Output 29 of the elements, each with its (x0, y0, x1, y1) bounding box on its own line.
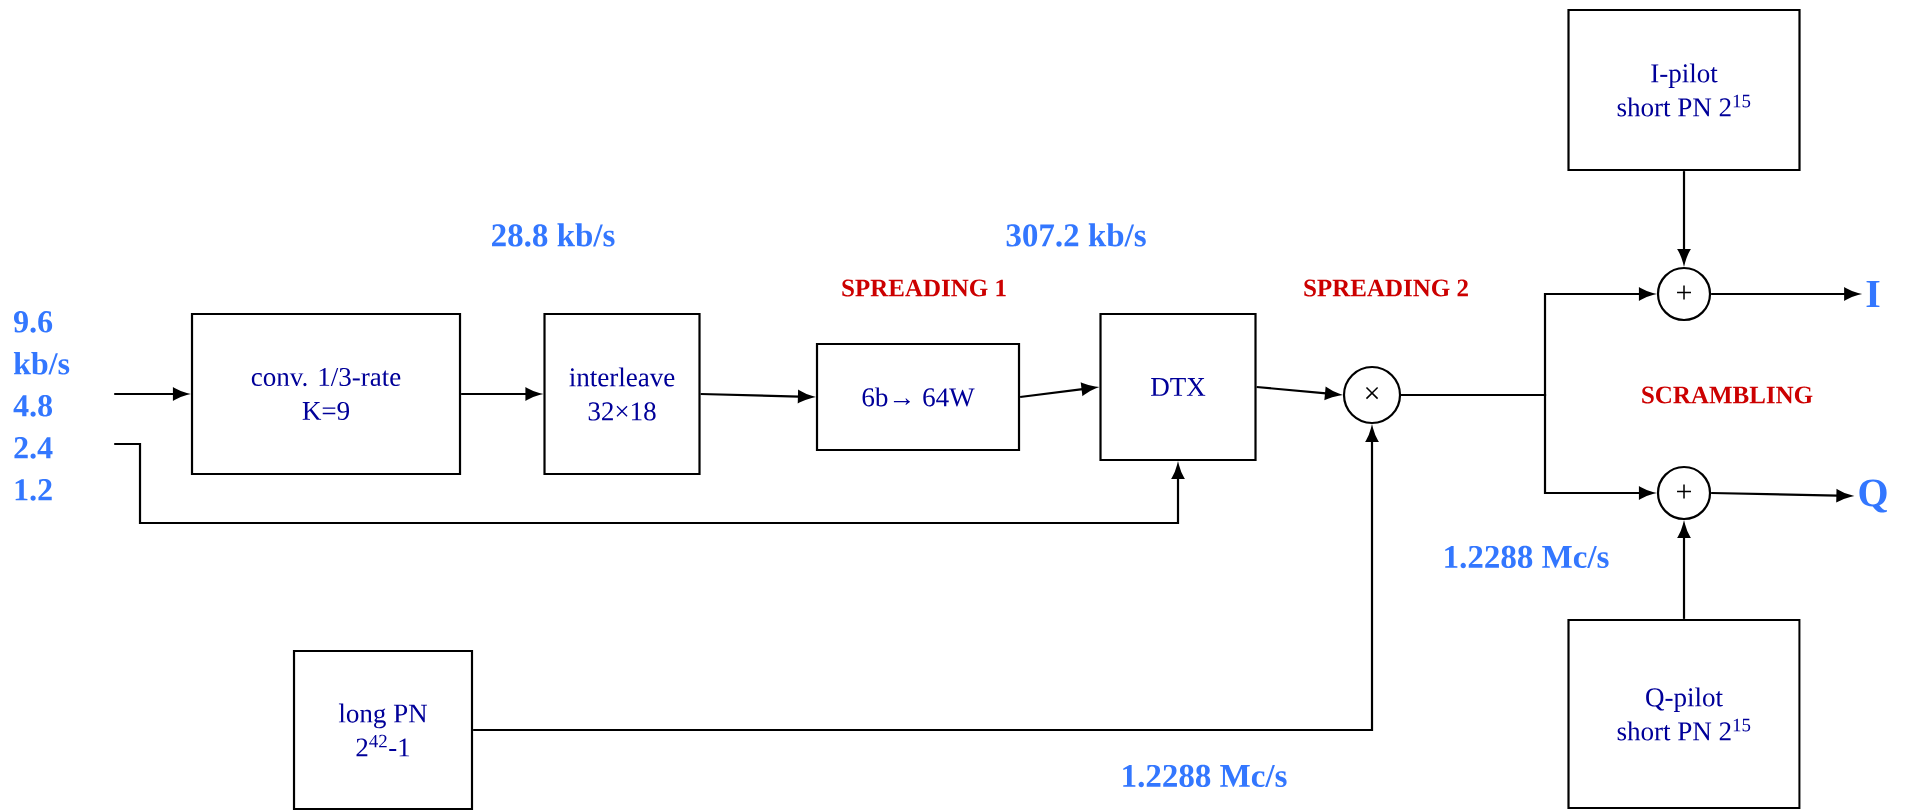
rate-label: 28.8 kb/s (492, 223, 615, 247)
process-box: conv. 1/3-rate K=9 (190, 312, 462, 476)
rate-label: 307.2 kb/s (1006, 223, 1146, 247)
process-box: long PN 2$^{42}$-1 (292, 649, 474, 810)
rate-label: 1.2288 Mc/s (1123, 764, 1287, 788)
arrow (1256, 385, 1340, 400)
arrow (114, 442, 1185, 525)
process-box: 6b→ 64W (815, 342, 1021, 452)
arrow (1401, 393, 1654, 500)
arrow (114, 387, 188, 401)
stage-label: SCRAMBLING (1642, 386, 1813, 404)
arrow (461, 387, 541, 401)
arrow (700, 390, 813, 403)
arrow (1711, 287, 1859, 301)
process-box: interleave 32×18 (543, 312, 701, 476)
output-label: I (1866, 280, 1880, 308)
arrow (1711, 489, 1852, 502)
arrow (473, 427, 1379, 732)
rate-list: 9.6 kb/s 4.8 2.4 1.2 (13, 311, 70, 501)
arrow (1677, 171, 1691, 264)
process-box: I-pilot short PN 2$^{15}$ (1567, 8, 1801, 172)
stage-label: SPREADING 2 (1304, 279, 1468, 297)
process-box: DTX (1099, 312, 1257, 462)
stage-label: SPREADING 1 (842, 279, 1006, 297)
process-box: Q-pilot short PN 2$^{15}$ (1567, 618, 1801, 810)
output-label: Q (1859, 479, 1887, 513)
arrow (1677, 523, 1691, 619)
arrow (1019, 383, 1097, 399)
rate-label: 1.2288 Mc/s (1445, 545, 1609, 569)
